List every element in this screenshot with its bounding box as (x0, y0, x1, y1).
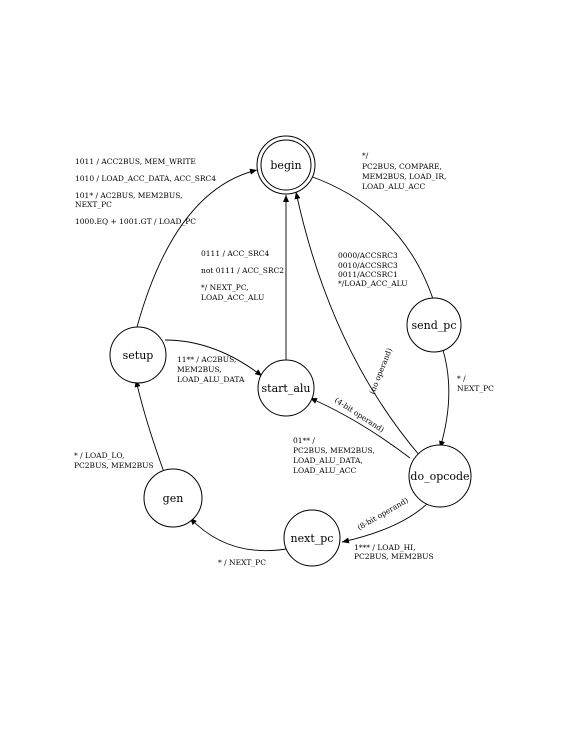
label-4-bit-operand: (4-bit operand) (333, 396, 386, 435)
state-next-pc: next_pc (283, 509, 341, 567)
edge-setup-to-start-alu (164, 339, 263, 377)
label-do-opcode-to-start-alu: 01** / PC2BUS, MEM2BUS, LOAD_ALU_DATA, L… (293, 436, 377, 475)
edge-gen-to-setup (134, 379, 166, 476)
label-send-pc-to-do-opcode: * / NEXT_PC (457, 374, 494, 393)
edge-begin-to-send-pc (309, 175, 436, 306)
state-setup-label: setup (123, 349, 154, 362)
edge-send-pc-to-do-opcode (439, 349, 450, 449)
label-next-pc-to-gen: * / NEXT_PC (218, 558, 266, 567)
label-no-operand: (no operand) (367, 347, 394, 396)
label-setup-to-begin: 1011 / ACC2BUS, MEM_WRITE 1010 / LOAD_AC… (75, 157, 218, 226)
edge-next-pc-to-gen (189, 517, 293, 552)
label-do-opcode-to-next-pc: 1*** / LOAD_HI, PC2BUS, MEM2BUS (354, 543, 434, 561)
state-do-opcode: do_opcode (408, 444, 472, 508)
edge-setup-to-begin (136, 168, 258, 328)
label-start-alu-to-begin: 0111 / ACC_SRC4 not 0111 / ACC_SRC2 */ N… (201, 249, 286, 302)
label-begin-to-send-pc: */ PC2BUS, COMPARE, MEM2BUS, LOAD_IR, LO… (362, 151, 449, 191)
edge-do-opcode-to-start-alu (309, 397, 411, 459)
edge-do-opcode-to-begin (294, 191, 421, 457)
state-next-pc-label: next_pc (291, 532, 334, 545)
state-setup: setup (109, 326, 167, 384)
state-begin-label: begin (270, 159, 301, 172)
state-gen-label: gen (163, 492, 184, 505)
state-gen: gen (143, 468, 203, 528)
state-start-alu-label: start_alu (262, 382, 311, 395)
label-8-bit-operand: (8-bit operand) (356, 496, 410, 532)
state-do-opcode-label: do_opcode (410, 470, 469, 483)
edge-do-opcode-to-next-pc (341, 498, 433, 544)
label-setup-to-start-alu: 11** / AC2BUS, MEM2BUS, LOAD_ALU_DATA (177, 355, 245, 384)
state-start-alu: start_alu (257, 359, 315, 417)
state-send-pc: send_pc (406, 297, 462, 353)
label-do-opcode-to-begin: 0000/ACCSRC3 0010/ACCSRC3 0011/ACCSRC1 *… (338, 251, 408, 288)
state-begin: begin (256, 135, 316, 195)
label-gen-to-setup: * / LOAD_LO, PC2BUS, MEM2BUS (74, 451, 154, 470)
state-send-pc-label: send_pc (412, 319, 457, 332)
